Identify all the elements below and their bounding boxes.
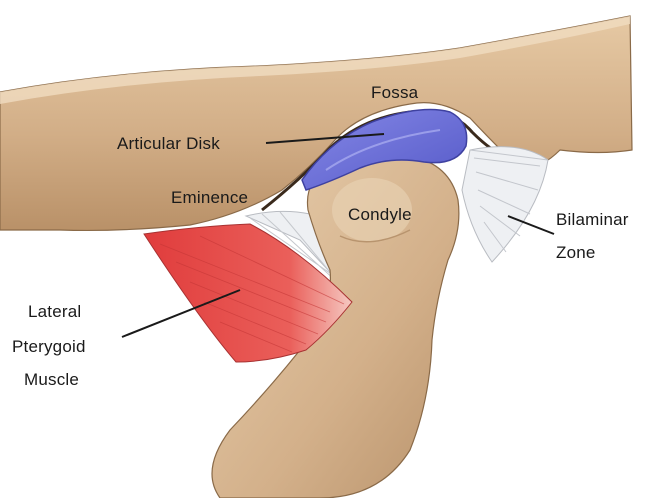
bilaminar-zone-tissue [462,147,548,262]
label-lateral-line2: Pterygoid [12,336,86,358]
label-articular-disk: Articular Disk [117,133,220,155]
label-lateral-line1: Lateral [28,301,81,323]
label-bilaminar-line1: Bilaminar [556,209,629,231]
label-condyle: Condyle [348,204,412,226]
label-eminence: Eminence [171,187,248,209]
label-bilaminar-line2: Zone [556,242,596,264]
label-lateral-line3: Muscle [24,369,79,391]
label-fossa: Fossa [371,82,418,104]
